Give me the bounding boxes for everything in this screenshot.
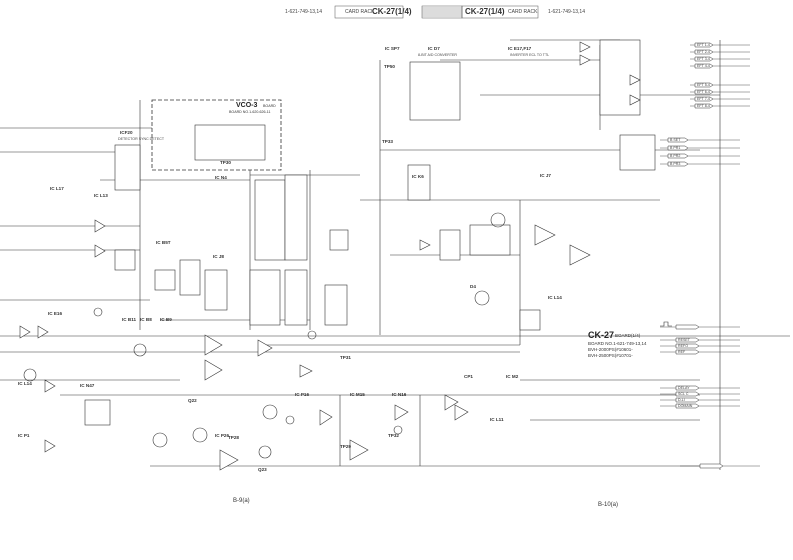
connector-label: REFO [678, 344, 688, 348]
label-ic-l11: IC L11 [490, 417, 504, 422]
label-ic-d7-desc: 8-BIT A/D CONVERTER [418, 53, 458, 57]
part-number-right: 1-621-749-13,14 [548, 9, 585, 15]
vco-board-title-suffix: BOARD [263, 104, 276, 108]
board-number-line2: BVH-2000PS(#10601- [588, 347, 633, 352]
label-q22: Q22 [188, 398, 197, 403]
connector-label: EFT 4-4 [697, 64, 710, 68]
label-tp30: TP30 [220, 160, 231, 165]
label-ic-l14: IC L14 [548, 295, 562, 300]
label-ic-l13: IC L13 [94, 193, 108, 198]
label-ic-f20-desc: DETECTOR SYNC DETECT [118, 137, 165, 141]
label-ic-f17: IC E17,F17 [508, 46, 532, 51]
connector-label: B PR2 [670, 154, 681, 158]
connector-label: EFT 2-4 [697, 50, 710, 54]
label-ic-b5t: IC B5T [156, 240, 171, 245]
connector-label: DOMAIN [678, 404, 693, 408]
label-ic-j8: IC J8 [213, 254, 224, 259]
label-ic-b8: IC B8 [140, 317, 152, 322]
connector-label: SCL C [678, 392, 689, 396]
label-ic-b11: IC B11 [122, 317, 137, 322]
label-ic-sp7: IC SP7 [385, 46, 400, 51]
connector-label: B PR1 [670, 146, 681, 150]
label-ic-j7: IC J7 [540, 173, 551, 178]
label-tp33: TP33 [382, 139, 393, 144]
page-number-right: B-10(a) [598, 502, 619, 508]
label-d4: D4 [470, 284, 476, 289]
label-ic-k6: IC K6 [412, 174, 424, 179]
label-ic-l14b: IC L14 [18, 381, 32, 386]
label-tp28: TP28 [228, 435, 239, 440]
vco-board-outline [151, 99, 282, 171]
label-ic-p26: IC P26 [215, 433, 230, 438]
connector-label: D-LI [678, 398, 685, 402]
connector-label: EFT 8-4 [697, 104, 710, 108]
connector-label: REF [678, 350, 686, 354]
label-ic-n47: IC N47 [80, 383, 95, 388]
connector-label: DELAY [678, 386, 690, 390]
ic-blocks [84, 39, 656, 426]
page-number-left: B-9(a) [233, 498, 250, 504]
label-tp32: TP32 [388, 433, 399, 438]
connector-label: EFT 1-4 [697, 43, 710, 47]
label-tp31: TP31 [340, 355, 351, 360]
label-q23: Q23 [258, 467, 267, 472]
connector-label: EFT 3-4 [697, 57, 710, 61]
board-number-line1: BOARD NO.1-621-749-13,14 [588, 341, 647, 346]
label-ic-n4: IC N4 [215, 175, 227, 180]
board-title: CK-27 [588, 330, 615, 340]
label-ic-d7: IC D7 [428, 46, 440, 51]
connector-label: EFT 7-4 [697, 97, 710, 101]
label-tp29: TP29 [340, 444, 351, 449]
vco-board-number: BOARD NO.1-620-626-11 [229, 110, 271, 114]
header-title-right-bold: CK-27(1/4) [465, 7, 505, 16]
connector-label: B PR3 [670, 162, 681, 166]
header-title-left-light: CARD RACK [345, 9, 375, 15]
label-ic-l17: IC L17 [50, 186, 64, 191]
label-ic-f17-desc: INVERTER ECL TO TTL [510, 53, 550, 57]
label-ic-b9: IC B9 [160, 317, 172, 322]
label-ic-m15: IC M15 [350, 392, 365, 397]
header-title-right-light: CARD RACK [508, 9, 538, 15]
transistor-symbols [23, 212, 506, 459]
connector-label: RESET [678, 338, 690, 342]
amplifier-symbols [19, 41, 641, 471]
vco-board-title: VCO-3 [236, 102, 258, 109]
label-cp1: CP1 [464, 374, 473, 379]
board-number-line3: BVH-2500PS(#10701- [588, 353, 633, 358]
header-title-left-bold: CK-27(1/4) [372, 7, 412, 16]
connector-label: EFT 5-4 [697, 83, 710, 87]
header-hatch [334, 5, 539, 19]
label-ic-e16: IC E16 [48, 311, 63, 316]
pulse-waveform [660, 321, 672, 327]
label-ic-n16: IC N16 [392, 392, 407, 397]
part-number-left: 1-621-749-13,14 [285, 9, 322, 15]
label-ic-m2: IC M2 [506, 374, 519, 379]
connector-arrows [667, 42, 724, 469]
label-tp50: TP50 [384, 64, 395, 69]
label-ic-f20: ICF20 [120, 130, 133, 135]
connector-label: B SET [670, 138, 681, 142]
board-title-suffix: BOARD(1/4) [615, 333, 641, 338]
connector-label: EFT 6-4 [697, 90, 710, 94]
label-ic-p1: IC P1 [18, 433, 30, 438]
label-ic-p16: IC P16 [295, 392, 310, 397]
